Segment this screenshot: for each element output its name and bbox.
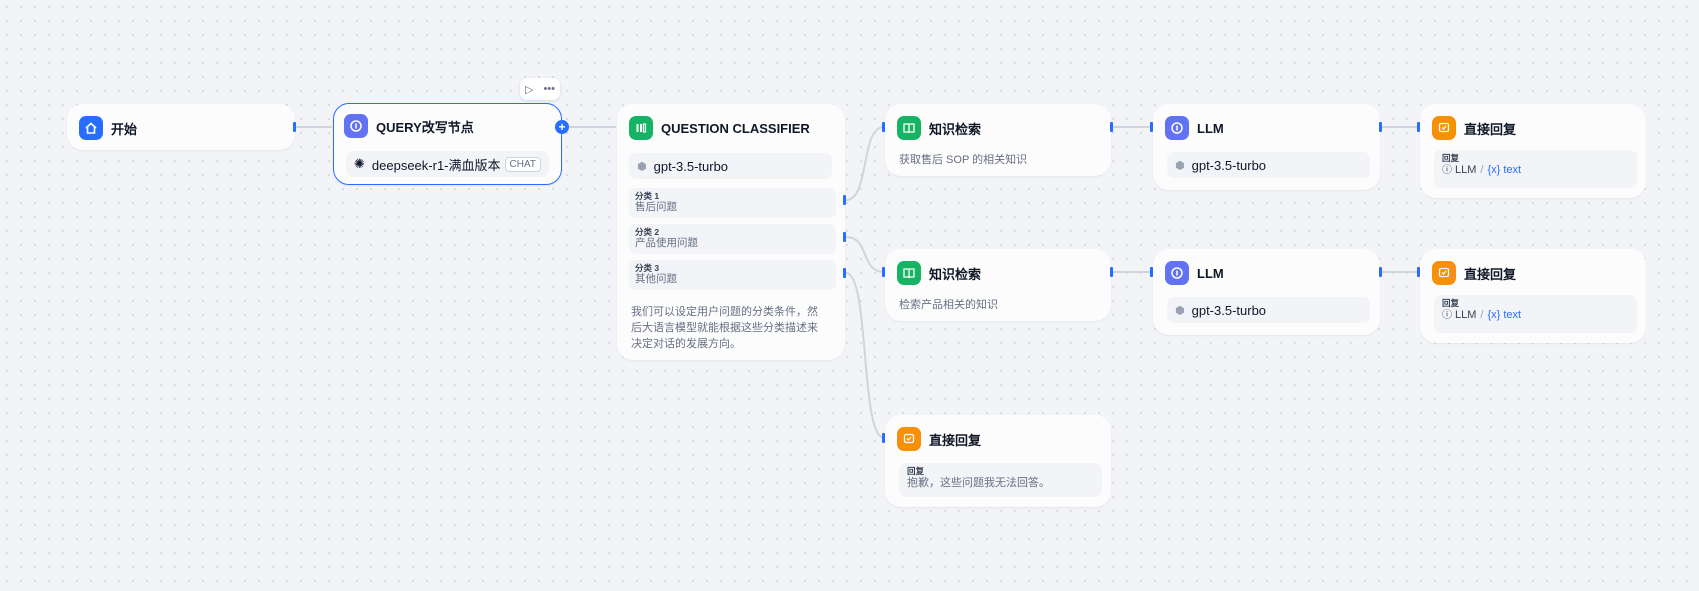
- llm-icon: [1165, 116, 1189, 140]
- separator: /: [1480, 164, 1484, 176]
- node-toolbar: ▷ •••: [520, 78, 560, 100]
- class-item-3[interactable]: 分类 3 其他问题: [629, 260, 836, 290]
- source-handle[interactable]: [1379, 122, 1382, 132]
- llm-icon: ⓘ: [1442, 165, 1452, 176]
- node-description: 检索产品相关的知识: [899, 299, 998, 311]
- model-name: deepseek-r1-满血版本: [371, 157, 501, 173]
- add-node-button[interactable]: +: [555, 120, 569, 134]
- variable-name: {x} text: [1487, 309, 1522, 321]
- target-handle[interactable]: [882, 267, 885, 277]
- answer-content: 回复 ⓘ LLM / {x} text: [1434, 150, 1637, 188]
- class-label: 分类 2: [635, 227, 660, 237]
- answer-content: 回复 抱歉，这些问题我无法回答。: [899, 463, 1102, 497]
- node-title: 直接回复: [1464, 266, 1517, 282]
- llm-icon: [344, 114, 368, 138]
- source-handle[interactable]: [1379, 267, 1382, 277]
- answer-label: 回复: [1442, 298, 1460, 308]
- source-handle[interactable]: [293, 122, 296, 132]
- direct-answer-node-2[interactable]: 直接回复 回复 ⓘ LLM / {x} text: [1420, 249, 1646, 343]
- target-handle[interactable]: [882, 122, 885, 132]
- question-classifier-node[interactable]: QUESTION CLASSIFIER ⬢ gpt-3.5-turbo 分类 1…: [617, 104, 845, 360]
- answer-label: 回复: [1442, 153, 1460, 163]
- node-title: 开始: [111, 121, 138, 137]
- source-handle[interactable]: [1110, 122, 1113, 132]
- variable-node: LLM: [1455, 309, 1477, 321]
- edge-class2-knowledge2: [845, 236, 885, 273]
- target-handle[interactable]: [1150, 122, 1153, 132]
- node-title: 知识检索: [929, 121, 982, 137]
- class-label: 分类 1: [635, 191, 660, 201]
- node-title: LLM: [1197, 120, 1224, 136]
- class-item-1[interactable]: 分类 1 售后问题: [629, 188, 836, 218]
- llm-icon: ⓘ: [1442, 310, 1452, 321]
- book-icon: [897, 261, 921, 285]
- model-icon: ⬢: [637, 160, 647, 173]
- class-value: 其他问题: [635, 273, 677, 285]
- model-name: gpt-3.5-turbo: [1191, 302, 1267, 318]
- direct-answer-node-3[interactable]: 直接回复 回复 抱歉，这些问题我无法回答。: [885, 415, 1111, 507]
- model-icon: ⬢: [1175, 159, 1185, 172]
- node-title: QUESTION CLASSIFIER: [661, 120, 810, 136]
- target-handle[interactable]: [1417, 267, 1420, 277]
- target-handle[interactable]: [1417, 122, 1420, 132]
- target-handle[interactable]: [1150, 267, 1153, 277]
- class-label: 分类 3: [635, 263, 660, 273]
- node-title: 知识检索: [929, 266, 982, 282]
- model-selector[interactable]: ⬢ gpt-3.5-turbo: [1167, 297, 1370, 323]
- answer-content: 回复 ⓘ LLM / {x} text: [1434, 295, 1637, 333]
- node-description: 获取售后 SOP 的相关知识: [899, 154, 1028, 166]
- class-value: 售后问题: [635, 201, 677, 213]
- home-icon: [79, 116, 103, 140]
- more-icon[interactable]: •••: [543, 83, 555, 95]
- answer-icon: [1432, 261, 1456, 285]
- source-handle[interactable]: [843, 195, 846, 205]
- query-rewrite-node[interactable]: QUERY改写节点 ✺ deepseek-r1-满血版本 CHAT: [333, 103, 562, 185]
- model-selector[interactable]: ⬢ gpt-3.5-turbo: [1167, 152, 1370, 178]
- answer-icon: [897, 427, 921, 451]
- classifier-icon: [629, 116, 653, 140]
- book-icon: [897, 116, 921, 140]
- model-selector[interactable]: ✺ deepseek-r1-满血版本 CHAT: [346, 151, 549, 177]
- class-value: 产品使用问题: [635, 237, 698, 249]
- direct-answer-node-1[interactable]: 直接回复 回复 ⓘ LLM / {x} text: [1420, 104, 1646, 198]
- answer-icon: [1432, 116, 1456, 140]
- separator: /: [1480, 309, 1484, 321]
- node-title: QUERY改写节点: [376, 119, 474, 135]
- class-item-2[interactable]: 分类 2 产品使用问题: [629, 224, 836, 254]
- edge-class1-knowledge1: [845, 126, 885, 201]
- mode-badge: CHAT: [504, 156, 541, 172]
- edge-class3-answer3: [845, 272, 885, 439]
- deepseek-icon: ✺: [354, 156, 365, 171]
- node-title: 直接回复: [1464, 121, 1517, 137]
- start-node[interactable]: 开始: [67, 104, 295, 150]
- model-name: gpt-3.5-turbo: [1191, 157, 1267, 173]
- play-icon[interactable]: ▷: [524, 83, 534, 96]
- node-title: 直接回复: [929, 432, 982, 448]
- node-title: LLM: [1197, 265, 1224, 281]
- variable-node: LLM: [1455, 164, 1477, 176]
- answer-label: 回复: [907, 466, 925, 476]
- knowledge-retrieval-node-2[interactable]: 知识检索 检索产品相关的知识: [885, 249, 1111, 321]
- model-selector[interactable]: ⬢ gpt-3.5-turbo: [629, 153, 832, 179]
- source-handle[interactable]: [843, 232, 846, 242]
- node-description: 我们可以设定用户问题的分类条件，然 后大语言模型就能根据这些分类描述来 决定对话…: [631, 306, 818, 350]
- model-icon: ⬢: [1175, 304, 1185, 317]
- variable-name: {x} text: [1487, 164, 1522, 176]
- llm-node-2[interactable]: LLM ⬢ gpt-3.5-turbo: [1153, 249, 1380, 335]
- llm-node-1[interactable]: LLM ⬢ gpt-3.5-turbo: [1153, 104, 1380, 190]
- target-handle[interactable]: [882, 433, 885, 443]
- answer-text: 抱歉，这些问题我无法回答。: [907, 477, 1050, 489]
- llm-icon: [1165, 261, 1189, 285]
- model-name: gpt-3.5-turbo: [653, 158, 729, 174]
- knowledge-retrieval-node-1[interactable]: 知识检索 获取售后 SOP 的相关知识: [885, 104, 1111, 176]
- source-handle[interactable]: [1110, 267, 1113, 277]
- source-handle[interactable]: [843, 268, 846, 278]
